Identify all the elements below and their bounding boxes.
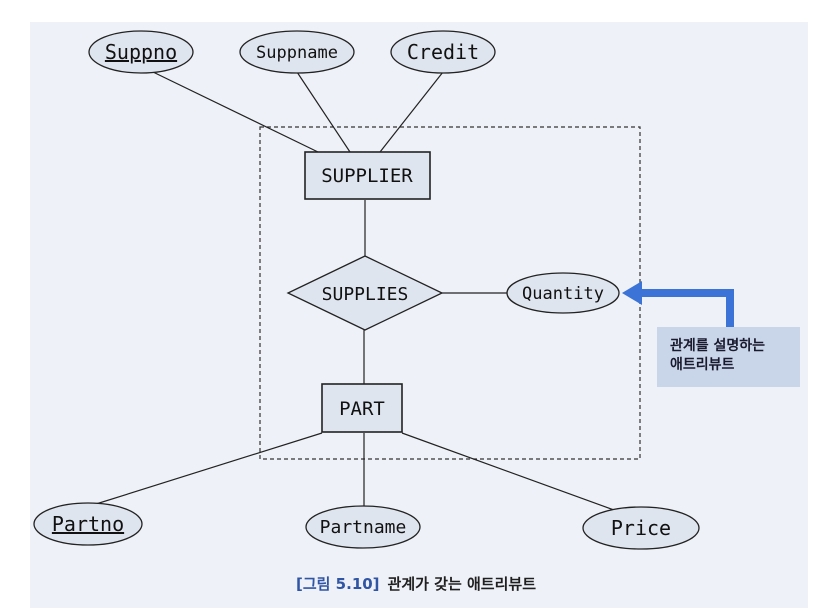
attr-partname: Partname xyxy=(305,505,421,549)
attr-suppno-label: Suppno xyxy=(105,40,177,64)
entity-part: PART xyxy=(321,383,403,433)
figure-caption-label: [그림 5.10] xyxy=(296,575,380,593)
attr-suppname: Suppname xyxy=(239,30,355,74)
attr-credit: Credit xyxy=(390,30,496,74)
connector-lines xyxy=(95,71,615,511)
attr-partno-label: Partno xyxy=(52,512,124,536)
attr-quantity: Quantity xyxy=(506,272,620,314)
attr-price: Price xyxy=(582,506,700,550)
attr-quantity-label: Quantity xyxy=(522,284,604,304)
line-suppno-supplier xyxy=(152,71,319,153)
figure-caption: [그림 5.10] 관계가 갖는 애트리뷰트 xyxy=(0,573,832,594)
attr-credit-label: Credit xyxy=(407,40,479,64)
attr-price-label: Price xyxy=(611,516,671,540)
entity-part-label: PART xyxy=(339,398,385,420)
relationship-supplies: SUPPLIES xyxy=(286,255,444,331)
attr-suppno: Suppno xyxy=(88,30,194,74)
line-part-price xyxy=(401,432,615,511)
entity-supplier: SUPPLIER xyxy=(304,151,431,200)
line-credit-supplier xyxy=(379,71,444,153)
line-suppname-supplier xyxy=(296,71,351,153)
line-part-partno xyxy=(95,432,323,505)
attr-suppname-label: Suppname xyxy=(256,43,338,63)
figure-caption-text: 관계가 갖는 애트리뷰트 xyxy=(387,575,536,593)
callout-box xyxy=(657,327,800,387)
figure-panel xyxy=(30,22,808,608)
callout-arrow xyxy=(622,281,734,327)
relationship-supplies-label: SUPPLIES xyxy=(322,284,409,305)
callout-text: 관계를 설명하는 애트리뷰트 xyxy=(670,338,766,373)
attr-partname-label: Partname xyxy=(320,517,407,538)
entity-supplier-label: SUPPLIER xyxy=(321,165,413,187)
attr-partno: Partno xyxy=(33,502,143,546)
